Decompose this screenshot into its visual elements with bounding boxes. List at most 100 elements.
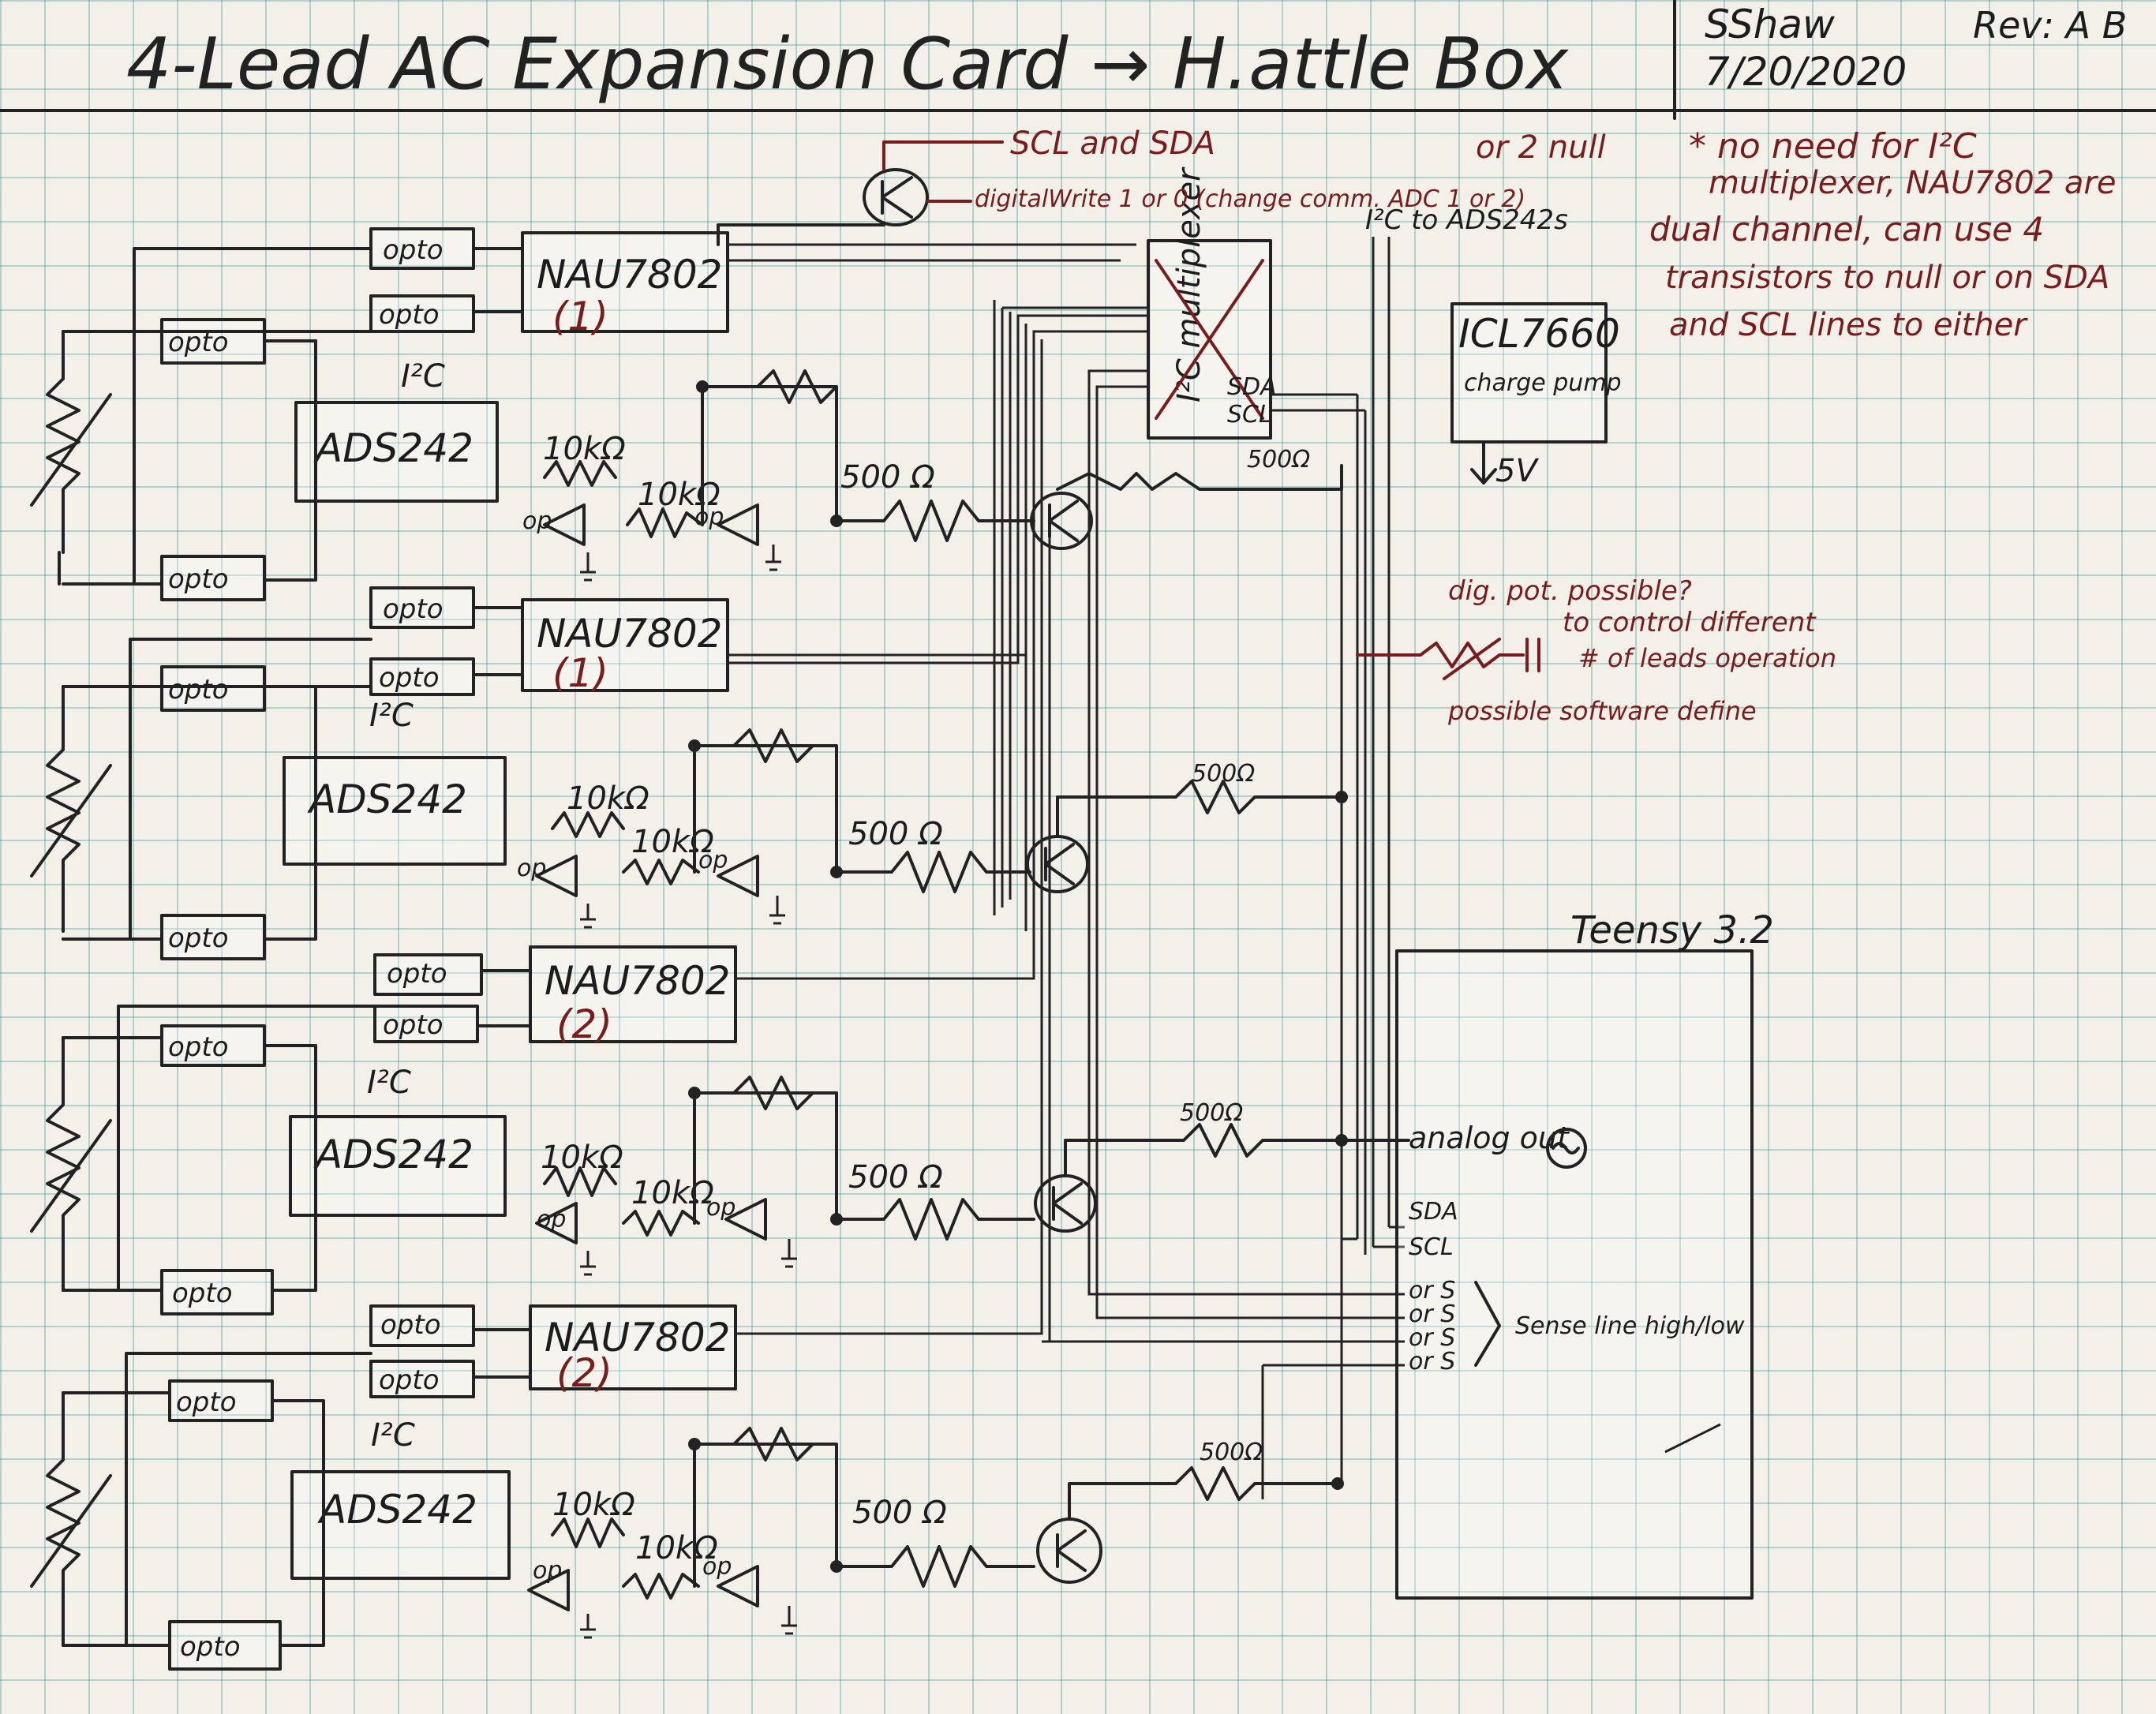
dig-pot-line: to control different [1563,607,1817,638]
nau7802-box [521,598,729,692]
op-amp [717,503,759,546]
icl7660-label: ICL7660 [1458,311,1620,357]
op-amp-label: op [694,503,724,531]
transistor-symbol [1026,835,1089,893]
opto-box [369,1304,475,1347]
icl7660-block: ICL7660 charge pump 5V [1450,302,1622,489]
opto-box [160,555,266,601]
note-line: multiplexer, NAU7802 are [1709,165,2116,201]
dig-pot-line: dig. pot. possible? [1448,575,1692,607]
title-block: 4-Lead AC Expansion Card → H.attle Box S… [0,0,2156,120]
transistor-symbol [1034,1174,1097,1233]
teensy-scl-label: SCL [1409,1233,1454,1261]
resistor-label: 500 Ω [848,816,943,852]
revision-label: Rev: A B [1973,4,2127,47]
resistor-label: 10kΩ [631,824,714,860]
resistor-label: 500 Ω [848,1159,943,1196]
teensy-sda-label: SDA [1409,1198,1458,1226]
ads242-label: ADS242 [313,425,473,471]
multiplexer-label: I²C multiplexer [1171,167,1207,402]
teensy-box [1395,949,1754,1600]
opto-box [369,586,475,629]
five-volt-label: 5V [1495,453,1539,489]
opto-box [369,657,475,696]
ads242-box [283,756,507,866]
opto-box [373,1005,479,1043]
nau7802-label: NAU7802 [545,1315,730,1360]
nau7802-box [529,945,737,1043]
teensy-pin-label: or S [1409,1277,1455,1304]
mux-scl-label: SCL [1227,401,1272,428]
channel-3: opto opto opto opto NAU7802 (2) ADS242 I… [30,945,1348,1315]
sense-line-label: Sense line high/low [1515,1312,1745,1340]
i2c-label: I²C [401,358,445,395]
channel-4: opto opto opto opto NAU7802 (2) ADS242 I… [30,1304,1344,1671]
icl7660-box [1450,302,1608,443]
note-line: transistors to null or on SDA [1665,260,2109,296]
opto-label: opto [383,234,444,266]
opto-box [160,1024,266,1067]
opto-box [168,1620,282,1671]
top-transistor: SCL and SDA digitalWrite 1 or 0 (change … [717,125,1606,246]
resistor-label: 500 Ω [840,459,935,496]
page-title: 4-Lead AC Expansion Card → H.attle Box [126,23,1570,106]
i2c-bus-label: I²C to ADS242s [1365,204,1568,236]
null-note: or 2 null [1476,129,1606,166]
opto-label: opto [379,299,440,331]
op-amp-label: op [698,847,728,874]
note-line: dual channel, can use 4 [1649,210,2044,249]
analog-out-label: analog out [1409,1121,1570,1155]
op-amp-label: op [533,1557,562,1585]
note-line: * no need for I²C [1689,126,1977,167]
resistor-label: 10kΩ [567,780,649,817]
op-amp-label: op [537,1206,566,1233]
op-amp [535,1202,578,1244]
i2c-label: I²C [369,698,414,734]
nau7802-number: (2) [556,1001,612,1047]
transistor-symbol [863,168,929,226]
date-label: 7/20/2020 [1705,49,1907,95]
op-amp-label: op [522,507,552,535]
transistor-symbol [1030,492,1093,550]
channel-2: opto opto opto opto NAU7802 (1) ADS242 I… [30,586,1348,960]
teensy-pin-label: or S [1409,1348,1455,1375]
opto-box [160,665,266,712]
opto-box [160,914,266,960]
nau7802-number: (2) [556,1350,612,1396]
opto-box [369,1360,475,1398]
opto-label: opto [380,1309,441,1341]
opto-label: opto [379,1364,440,1396]
op-amp [543,503,586,546]
teensy-pin-label: or S [1409,1300,1455,1328]
opto-label: opto [176,1387,237,1418]
opto-label: opto [168,1031,229,1063]
ads242-label: ADS242 [317,1487,477,1532]
opto-label: opto [180,1631,241,1663]
resistor-label: 10kΩ [638,477,721,513]
op-amp [724,1198,767,1241]
op-amp [535,855,578,897]
teensy-pin-label: or S [1409,1324,1455,1352]
resistor-label: 10kΩ [631,1175,714,1211]
nau7802-label: NAU7802 [545,958,730,1004]
sine-icon [1546,1128,1587,1169]
opto-box [373,953,483,996]
channel-1: opto opto opto opto NAU7802 (1) ADS242 I… [30,227,1343,601]
ads242-label: ADS242 [307,777,467,822]
resistor-label: 500Ω [1180,1099,1243,1127]
opto-box [369,294,475,333]
ads242-box [290,1470,511,1580]
nau7802-number: (1) [552,294,608,339]
resistor-label: 500Ω [1200,1439,1263,1466]
op-amp-label: op [517,855,546,882]
opto-label: opto [383,1009,444,1041]
resistor-label: 10kΩ [635,1530,718,1566]
nau7802-label: NAU7802 [537,252,722,298]
teensy-label: Teensy 3.2 [1570,908,1774,952]
nau7802-number: (1) [552,650,608,696]
opto-label: opto [168,674,229,705]
i2c-label: I²C [367,1065,411,1101]
resistor-label: 500 Ω [852,1495,947,1531]
resistor-label: 10kΩ [552,1487,635,1523]
